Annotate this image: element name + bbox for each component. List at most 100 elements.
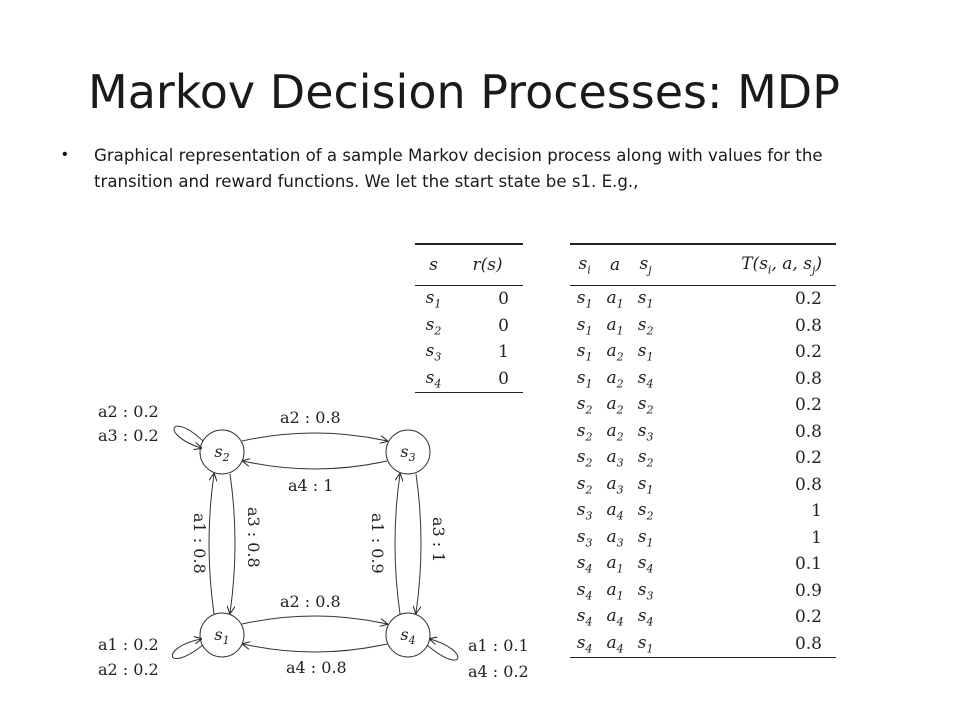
cell-si: s2 (576, 473, 593, 496)
transition-row: s3 a3 s1 1 (570, 525, 836, 552)
cell-a: a3 (606, 473, 624, 496)
reward-state: s4 (425, 367, 442, 390)
state-s4: s4 (385, 612, 431, 658)
edge-s1-s4 (241, 615, 387, 624)
label-s4-s1: a4 : 0.8 (286, 658, 347, 677)
loop-s1 (171, 639, 204, 659)
cell-a: a4 (606, 606, 624, 629)
cell-a: a1 (606, 314, 624, 337)
label-s2-self-b: a3 : 0.2 (98, 426, 159, 445)
state-s3: s3 (385, 429, 431, 475)
reward-state: s2 (425, 314, 442, 337)
edge-s2-s3 (241, 432, 387, 441)
cell-sj: s1 (637, 341, 654, 364)
cell-a: a1 (606, 553, 624, 576)
label-s2-s3: a2 : 0.8 (280, 408, 341, 427)
cell-si: s2 (576, 394, 593, 417)
bullet-icon: • (62, 146, 68, 163)
cell-t: 0.1 (794, 554, 822, 575)
edge-s2-s1 (230, 473, 236, 613)
transition-row: s2 a3 s1 0.8 (570, 472, 836, 499)
label-s2-self-a: a2 : 0.2 (98, 402, 159, 421)
cell-t: 0.2 (794, 289, 822, 310)
cell-a: a1 (606, 288, 624, 311)
cell-si: s2 (576, 447, 593, 470)
cell-sj: s2 (637, 314, 654, 337)
cell-sj: s4 (637, 553, 654, 576)
cell-si: s1 (576, 341, 593, 364)
cell-sj: s1 (637, 632, 654, 655)
cell-si: s4 (576, 606, 593, 629)
cell-sj: s1 (637, 288, 654, 311)
reward-row: s2 0 (415, 313, 523, 340)
header-t: T(si, a, sj) (741, 253, 822, 277)
cell-t: 0.2 (794, 342, 822, 363)
cell-a: a2 (606, 420, 624, 443)
transition-row: s1 a1 s1 0.2 (570, 286, 836, 313)
cell-a: a3 (606, 526, 624, 549)
loop-s4 (426, 639, 459, 661)
cell-sj: s1 (637, 473, 654, 496)
transition-row: s4 a1 s3 0.9 (570, 578, 836, 605)
label-s1-self-a: a1 : 0.2 (98, 635, 159, 654)
label-s1-s2: a1 : 0.8 (190, 513, 209, 574)
cell-si: s4 (576, 553, 593, 576)
transition-row: s1 a1 s2 0.8 (570, 313, 836, 340)
cell-sj: s2 (637, 447, 654, 470)
cell-si: s1 (576, 314, 593, 337)
edge-s4-s3 (394, 474, 400, 615)
cell-si: s3 (576, 526, 593, 549)
transition-table-header: si a sj T(si, a, sj) (570, 244, 836, 286)
label-s4-s3: a1 : 0.9 (368, 513, 387, 574)
reward-row: s4 0 (415, 366, 523, 393)
mdp-state-graph: s2 s3 s1 s4 a2 : 0.2 a3 : 0.2 a2 : 0.8 a… (98, 402, 529, 681)
cell-t: 0.8 (794, 474, 822, 495)
cell-si: s4 (576, 579, 593, 602)
cell-t: 0.2 (794, 607, 822, 628)
cell-t: 0.8 (794, 315, 822, 336)
edge-s3-s2 (243, 461, 388, 470)
reward-value: 0 (498, 368, 509, 389)
reward-value: 0 (498, 315, 509, 336)
cell-t: 0.2 (794, 448, 822, 469)
cell-t: 0.2 (794, 395, 822, 416)
cell-sj: s3 (637, 420, 654, 443)
cell-a: a1 (606, 579, 624, 602)
edge-s4-s1 (243, 644, 388, 653)
label-s4-self-b: a4 : 0.2 (468, 662, 529, 681)
cell-sj: s4 (637, 367, 654, 390)
header-a: a (610, 255, 621, 275)
label-s2-s1: a3 : 0.8 (244, 507, 263, 568)
reward-table-header: s r(s) (415, 244, 523, 286)
header-si: si (578, 253, 591, 277)
cell-sj: s3 (637, 579, 654, 602)
transition-row: s4 a4 s4 0.2 (570, 604, 836, 631)
header-sj: sj (639, 253, 652, 277)
cell-si: s1 (576, 288, 593, 311)
state-s2: s2 (199, 429, 245, 475)
cell-si: s4 (576, 632, 593, 655)
label-s3-s2: a4 : 1 (288, 476, 333, 495)
edge-s1-s2 (208, 474, 214, 615)
reward-value: 0 (498, 289, 509, 310)
cell-sj: s1 (637, 526, 654, 549)
cell-a: a4 (606, 500, 624, 523)
cell-t: 1 (811, 527, 822, 548)
bullet-text: Graphical representation of a sample Mar… (94, 146, 823, 191)
cell-sj: s4 (637, 606, 654, 629)
cell-t: 0.9 (794, 580, 822, 601)
cell-a: a2 (606, 341, 624, 364)
loop-s2 (173, 425, 204, 448)
label-s4-self-a: a1 : 0.1 (468, 636, 529, 655)
state-s1: s1 (199, 612, 245, 658)
cell-si: s3 (576, 500, 593, 523)
cell-t: 1 (811, 501, 822, 522)
